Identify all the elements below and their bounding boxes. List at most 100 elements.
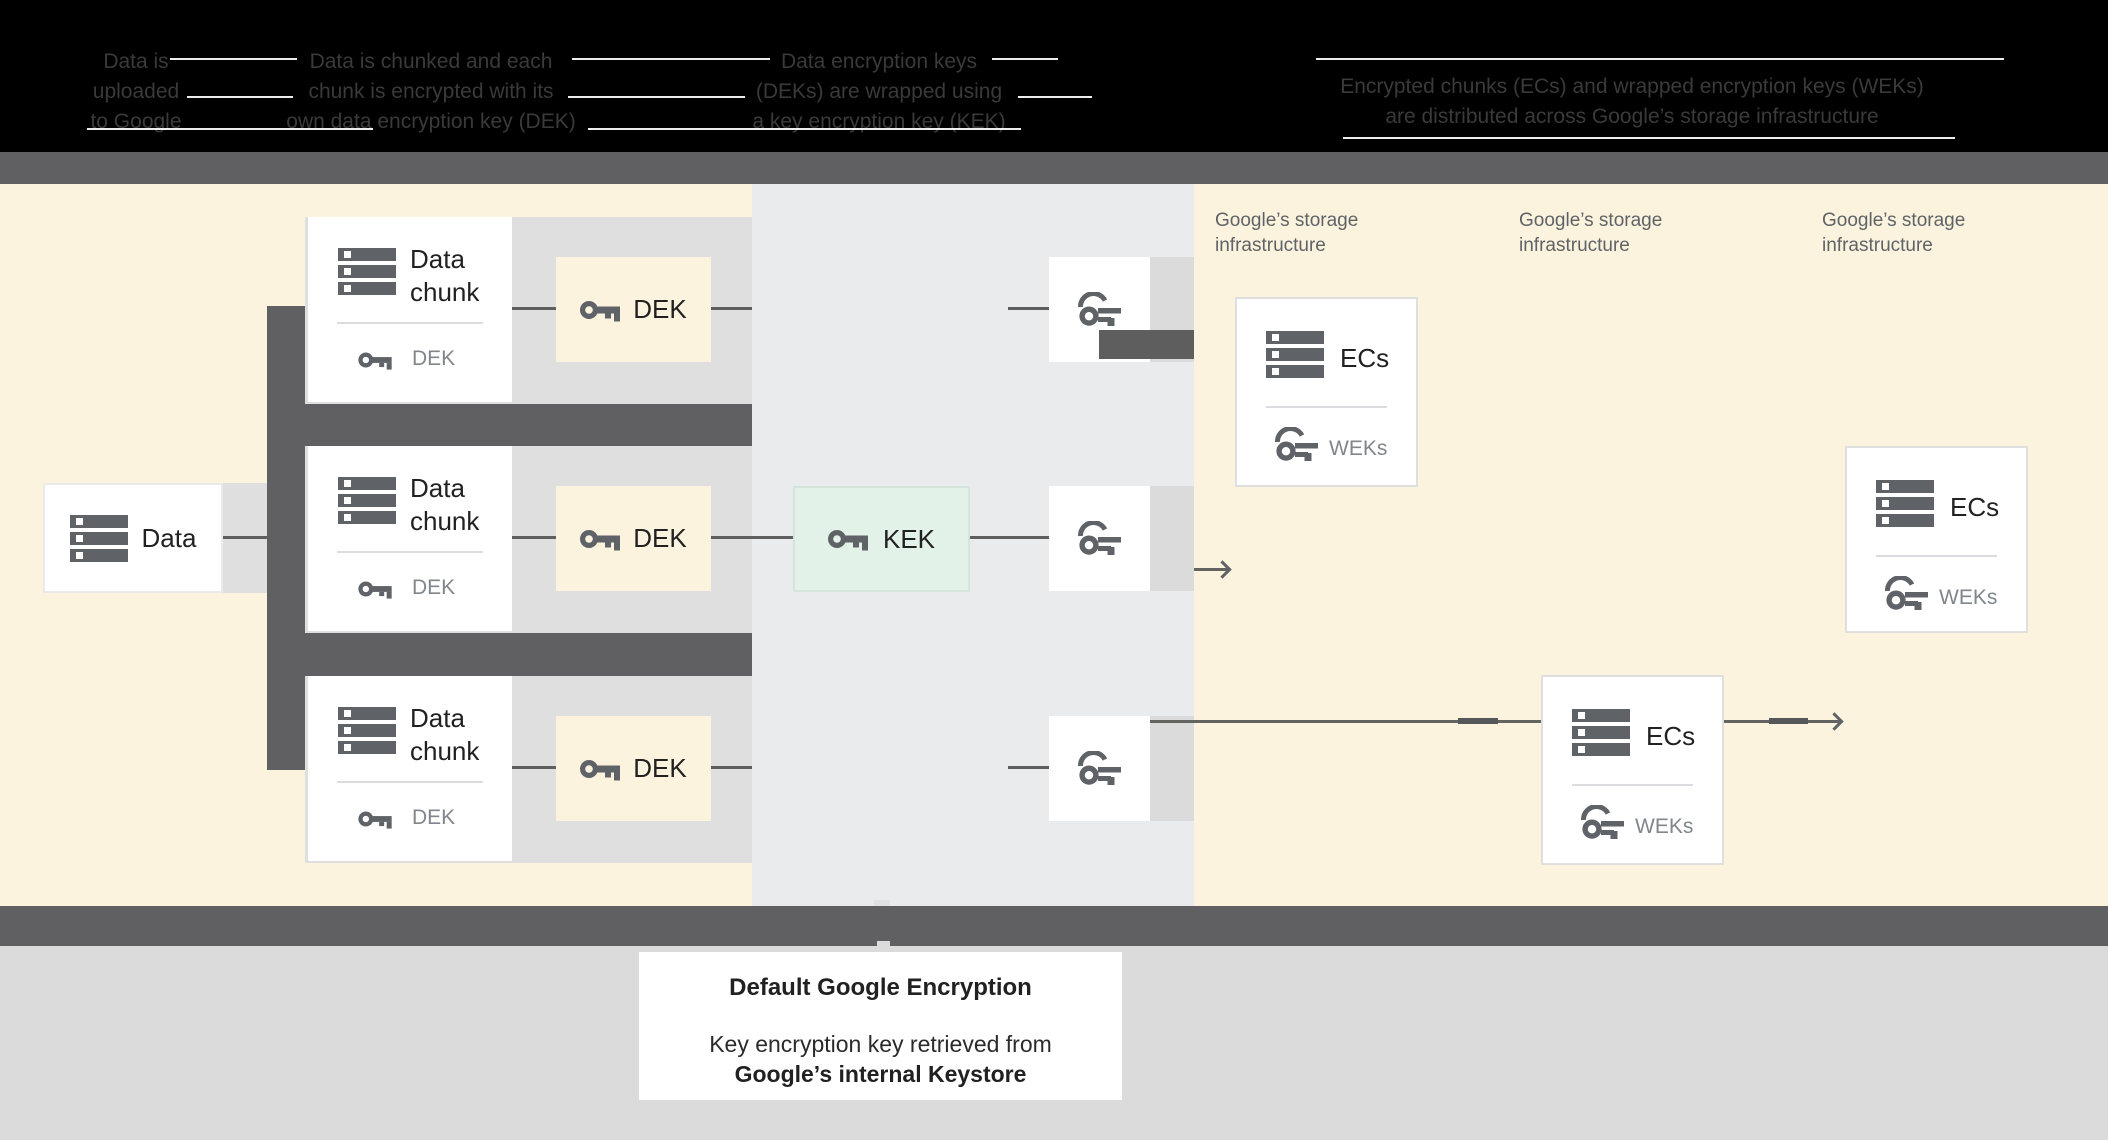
chunk-dek-label: DEK <box>412 806 456 829</box>
connector-line <box>512 536 556 539</box>
server-icon <box>69 514 128 562</box>
wrapped-key-icon-slot <box>1275 427 1319 463</box>
wrapped-key-icon-slot <box>1077 520 1122 557</box>
artifact-line <box>568 96 745 98</box>
weks-label: WEKs <box>1329 437 1388 460</box>
storage-infra-label: Google’s storage infrastructure <box>1519 210 1663 256</box>
connector-line <box>512 766 556 769</box>
artifact-line <box>1316 58 2004 60</box>
wrapped-key-icon <box>1077 750 1121 785</box>
key-icon <box>827 530 868 551</box>
key-icon <box>358 581 392 599</box>
diagram-canvas: Google’s storage infrastructure Google’s… <box>0 184 2108 961</box>
step-line: uploaded <box>92 80 180 103</box>
ecs-label: ECs <box>1646 721 1696 751</box>
data-label: Data <box>141 522 197 553</box>
wrapped-key-tab <box>1150 486 1194 591</box>
key-icon-slot <box>358 579 392 599</box>
data-chunk-box: Data chunk DEK <box>308 446 512 631</box>
data-chunk-label: Data chunk <box>410 703 480 766</box>
header-step-1: Data is uploaded to Google <box>16 47 256 137</box>
artifact-line <box>572 58 770 60</box>
dek-label: DEK <box>633 753 687 783</box>
connector-line <box>711 307 752 310</box>
divider <box>1266 406 1387 408</box>
server-icon <box>338 248 396 295</box>
chunk-row: Data chunk DEK DEK <box>0 676 2108 863</box>
server-icon <box>1572 709 1630 756</box>
kek-caption-connector-bottom <box>877 941 890 953</box>
server-icon-slot <box>338 477 396 524</box>
dek-label: DEK <box>633 523 687 553</box>
chunk-row: Data chunk DEK DEK <box>0 446 2108 633</box>
wrapped-key-icon <box>1077 291 1121 326</box>
wrapped-key-box <box>1049 486 1150 591</box>
step-line: a key encryption key (KEK) <box>752 110 1006 133</box>
ec-box: ECs WEKs <box>1541 675 1724 865</box>
dek-box: DEK <box>556 716 711 821</box>
server-icon-slot <box>1572 709 1630 756</box>
divider <box>1876 555 1997 557</box>
chunk-dek-label: DEK <box>412 576 456 599</box>
inter-row-pipe <box>267 633 752 676</box>
connector-line <box>970 536 1049 539</box>
server-icon <box>338 707 396 754</box>
wrapped-key-icon <box>1581 805 1624 839</box>
divider <box>337 781 483 783</box>
data-chunk-label: Data chunk <box>410 473 480 536</box>
step-line: chunk is encrypted with its <box>308 80 554 103</box>
connector-line <box>1008 307 1049 310</box>
wrapped-key-icon-slot <box>1885 576 1929 612</box>
connector-line <box>1008 766 1049 769</box>
wrapped-key-box <box>1049 716 1150 821</box>
key-icon-slot <box>827 527 868 551</box>
data-chunk-label: Data chunk <box>410 244 480 307</box>
connector-line <box>512 307 556 310</box>
wrapped-key-icon-slot <box>1581 805 1625 841</box>
bottom-divider-bar <box>0 906 2108 946</box>
ec-box: ECs WEKs <box>1235 297 1418 487</box>
server-icon <box>1266 331 1324 378</box>
flow-arrow-dash <box>1458 718 1498 724</box>
weks-label: WEKs <box>1635 815 1694 838</box>
ecs-label: ECs <box>1950 492 2000 522</box>
dek-box: DEK <box>556 257 711 362</box>
key-icon <box>580 759 621 780</box>
step-line: Data encryption keys <box>780 50 978 73</box>
server-icon-slot <box>338 248 396 295</box>
wrapped-key-icon-slot <box>1077 291 1122 328</box>
wrapped-key-icon-slot <box>1077 750 1122 787</box>
key-icon-slot <box>358 809 392 829</box>
wrapped-key-icon <box>1077 520 1121 555</box>
key-icon-slot <box>580 298 621 322</box>
data-connector-line <box>223 536 267 539</box>
artifact-line <box>1343 137 1955 139</box>
step-line: Data is <box>103 50 169 73</box>
server-icon <box>1876 480 1934 527</box>
step-line: are distributed across Google’s storage … <box>1385 105 1879 128</box>
artifact-line <box>992 58 1058 60</box>
inter-row-pipe <box>267 404 752 446</box>
chunk-trunk-pipe <box>267 306 305 770</box>
data-chunk-box: Data chunk DEK <box>308 217 512 402</box>
ec-box: ECs WEKs <box>1845 446 2028 633</box>
wrapped-key-icon <box>1275 427 1318 461</box>
header-step-4: Encrypted chunks (ECs) and wrapped encry… <box>1332 47 1932 132</box>
kek-label: KEK <box>882 523 936 554</box>
dek-box: DEK <box>556 486 711 591</box>
flow-arrow-line <box>1194 568 1228 571</box>
artifact-line <box>187 96 293 98</box>
caption-line-2: Google’s internal Keystore <box>734 1061 1027 1087</box>
artifact-line <box>1018 96 1092 98</box>
key-icon <box>358 352 392 370</box>
ecs-label: ECs <box>1340 343 1390 373</box>
server-icon-slot <box>1266 331 1324 378</box>
artifact-line <box>170 58 297 60</box>
caption-line-1: Key encryption key retrieved from <box>709 1031 1052 1057</box>
connector-line <box>711 536 793 539</box>
key-icon <box>358 811 392 829</box>
key-icon-slot <box>358 350 392 370</box>
kek-box: KEK <box>793 486 970 592</box>
header-step-3: Data encryption keys (DEKs) are wrapped … <box>709 47 1049 137</box>
weks-label: WEKs <box>1939 586 1998 609</box>
